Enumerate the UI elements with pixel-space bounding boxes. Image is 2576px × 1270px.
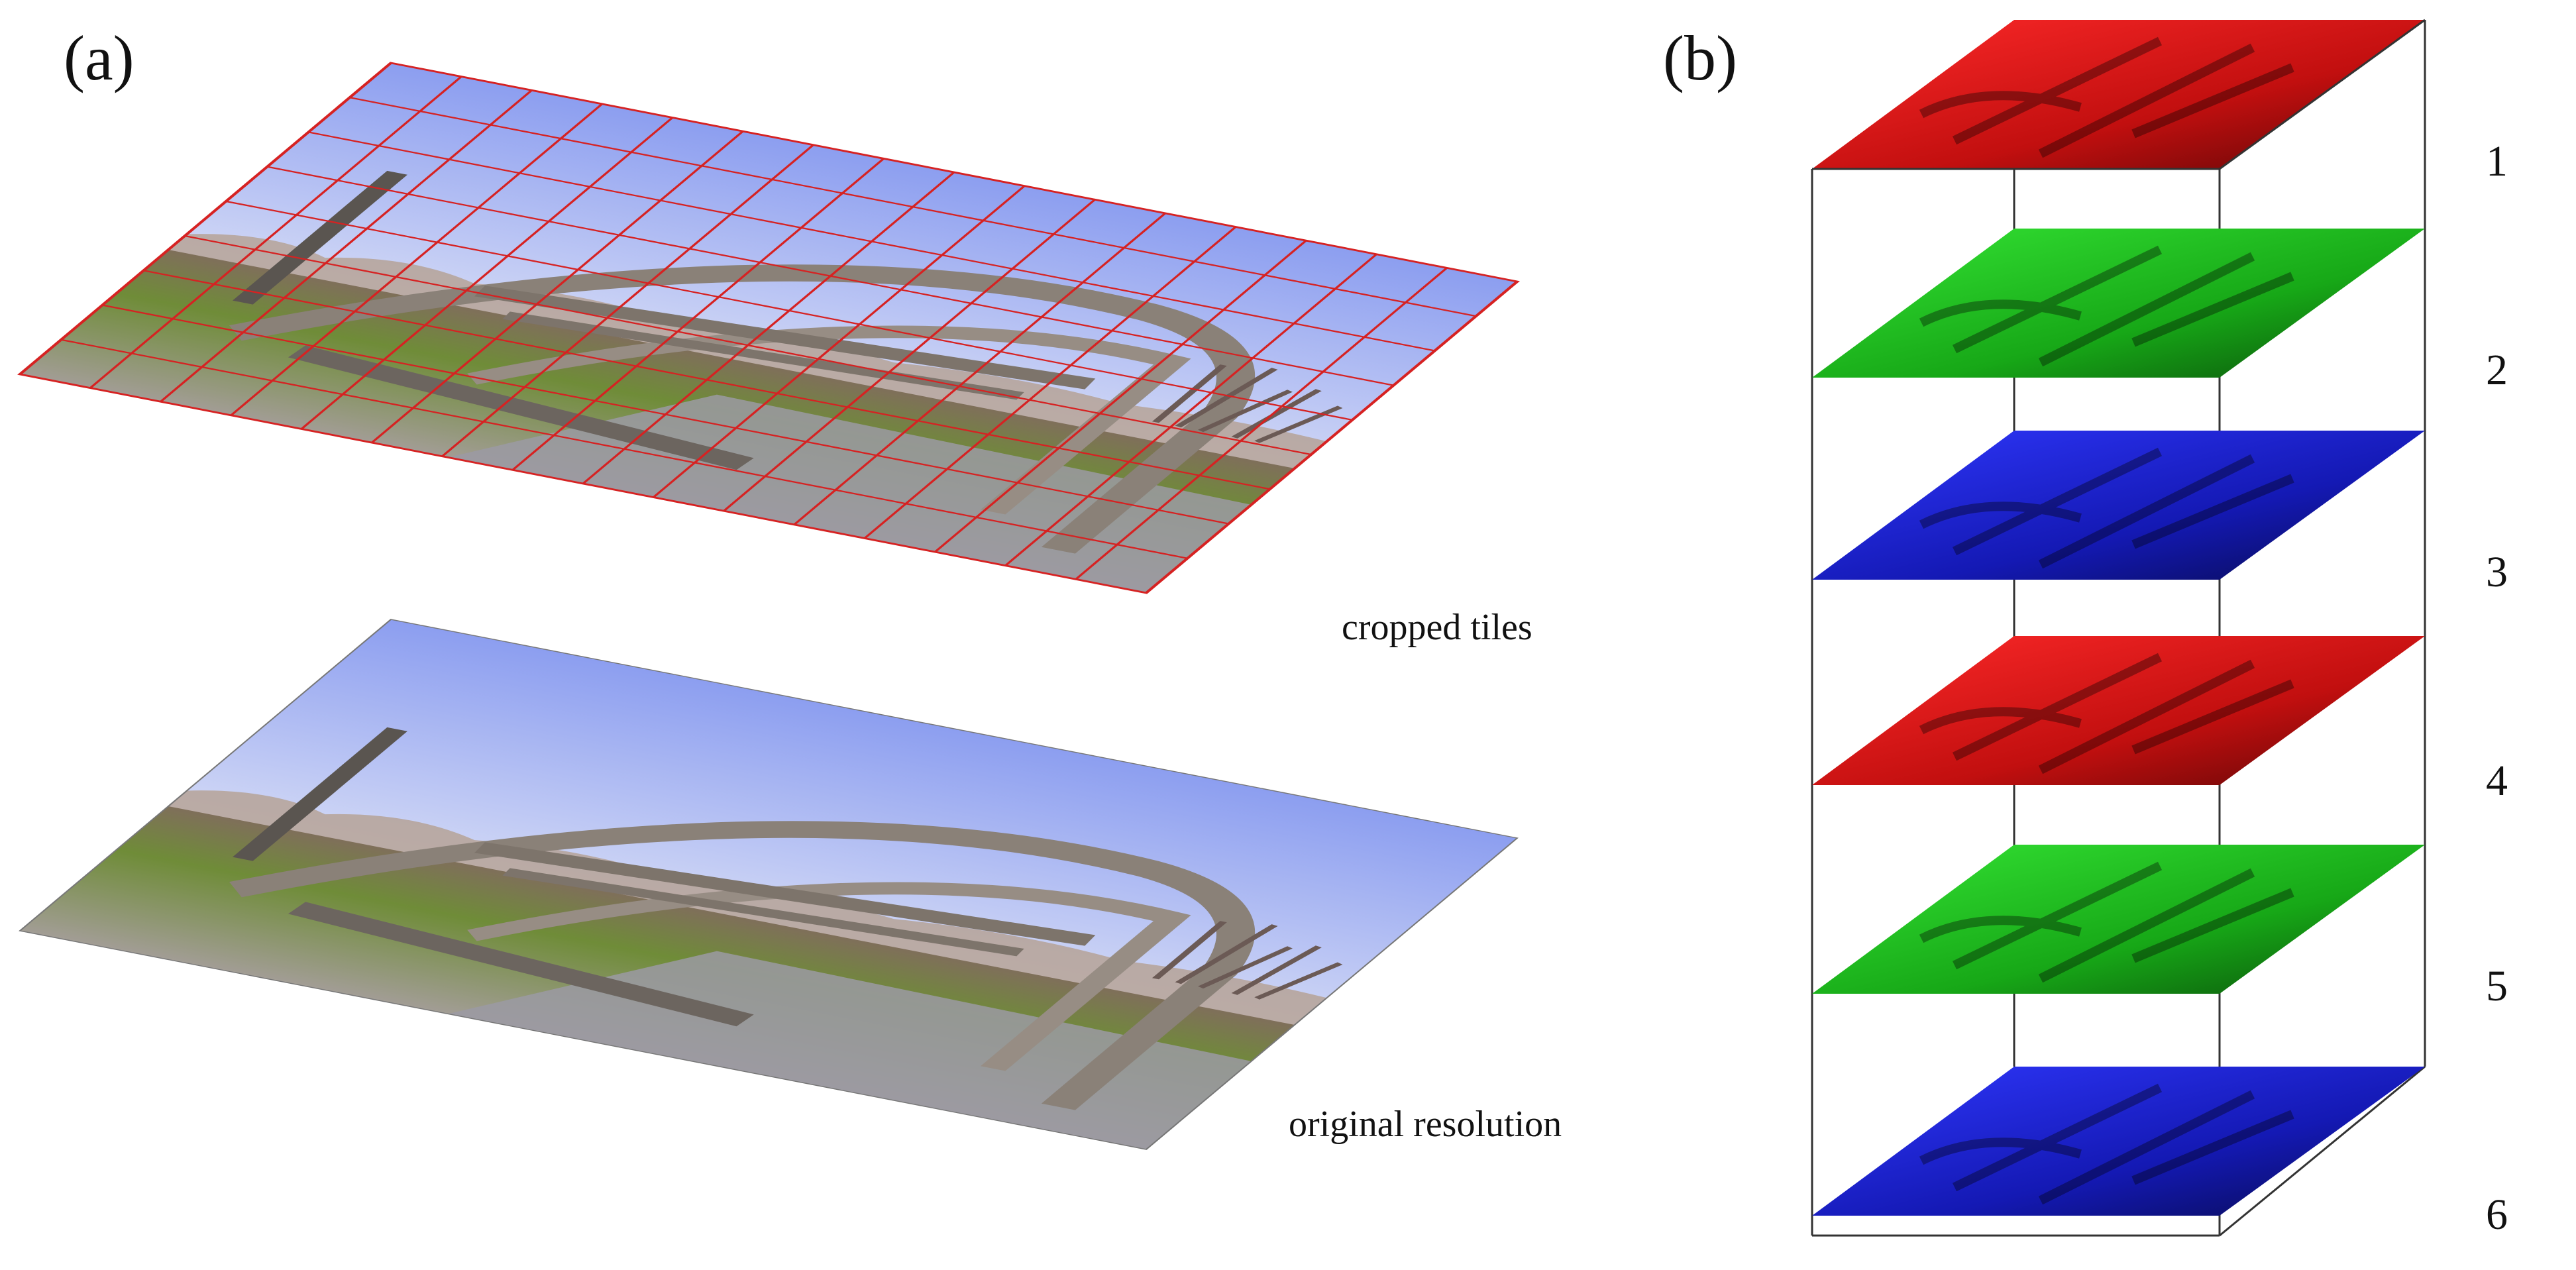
band-number-2: 2	[2486, 346, 2508, 394]
original-resolution-caption: original resolution	[1289, 1104, 1562, 1145]
panel-a-label: (a)	[64, 23, 134, 93]
band-layer-3	[1812, 431, 2425, 580]
band-layer-2	[1812, 229, 2425, 378]
band-number-1: 1	[2486, 137, 2508, 185]
tile-grid	[60, 76, 1477, 580]
band-layer-texture	[1919, 653, 2294, 774]
band-layer-5	[1812, 845, 2425, 994]
original-resolution-plane	[20, 619, 1517, 1149]
band-cube-front-edges	[1812, 19, 2426, 170]
cropped-tiles-plane	[20, 63, 1517, 593]
band-number-6: 6	[2486, 1191, 2508, 1239]
band-cube-frame	[1811, 20, 2426, 1237]
band-layer-6	[1812, 1067, 2425, 1216]
band-layer-1	[1812, 20, 2425, 169]
band-layer-texture	[1919, 861, 2294, 983]
band-layer-4	[1812, 636, 2425, 785]
band-layer-texture	[1919, 36, 2294, 158]
panel-b-label: (b)	[1663, 23, 1737, 93]
band-number-4: 4	[2486, 757, 2508, 805]
band-number-3: 3	[2486, 548, 2508, 596]
band-layer-texture	[1919, 1083, 2294, 1205]
cropped-tiles-caption: cropped tiles	[1342, 607, 1532, 648]
band-layer-texture	[1919, 447, 2294, 569]
band-number-5: 5	[2486, 962, 2508, 1010]
band-numbers: 1 2 3 4 5 6	[2486, 137, 2508, 1239]
band-layers	[1812, 20, 2425, 1216]
band-layer-texture	[1919, 245, 2294, 367]
